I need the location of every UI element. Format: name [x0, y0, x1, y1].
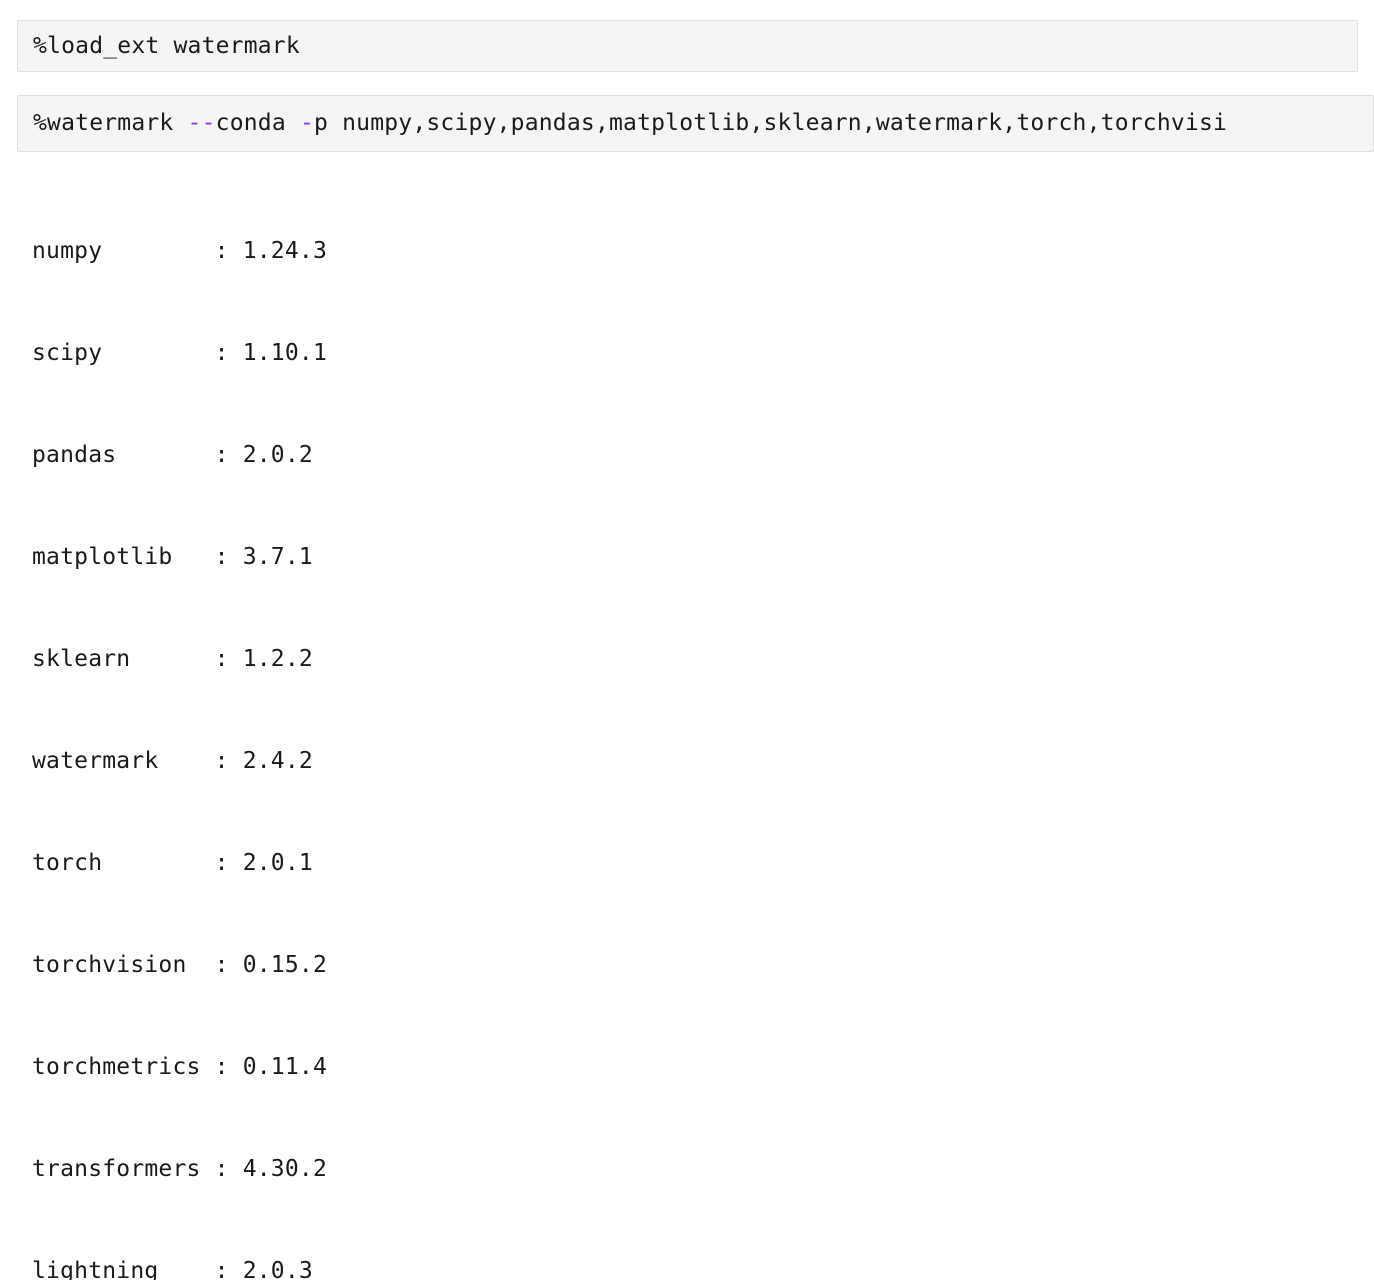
output-line-matplotlib: matplotlib : 3.7.1: [32, 544, 313, 570]
output-line-watermark: watermark : 2.4.2: [32, 748, 313, 774]
conda-flag-dashes: --: [187, 110, 216, 136]
conda-flag-name: conda: [215, 110, 300, 136]
output-line-torchvision: torchvision : 0.15.2: [32, 952, 327, 978]
notebook-canvas: %load_ext watermark %watermark --conda -…: [17, 20, 1374, 1280]
output-line-torchmetrics: torchmetrics : 0.11.4: [32, 1054, 327, 1080]
output-line-lightning: lightning : 2.0.3: [32, 1258, 313, 1280]
packages-flag-arg: p numpy,scipy,pandas,matplotlib,sklearn,…: [314, 110, 1228, 136]
cell-output-stdout: numpy : 1.24.3 scipy : 1.10.1 pandas : 2…: [32, 166, 453, 1280]
output-line-sklearn: sklearn : 1.2.2: [32, 646, 313, 672]
output-line-torch: torch : 2.0.1: [32, 850, 313, 876]
output-line-transformers: transformers : 4.30.2: [32, 1156, 327, 1182]
magic-name-token: %watermark: [33, 110, 188, 136]
output-line-scipy: scipy : 1.10.1: [32, 340, 327, 366]
code-cell-load-ext[interactable]: %load_ext watermark: [17, 20, 1358, 72]
code-cell-watermark[interactable]: %watermark --conda -p numpy,scipy,pandas…: [17, 95, 1374, 152]
output-line-pandas: pandas : 2.0.2: [32, 442, 313, 468]
code-cell-load-ext-source[interactable]: %load_ext watermark: [33, 33, 300, 59]
code-cell-watermark-source[interactable]: %watermark --conda -p numpy,scipy,pandas…: [33, 112, 1227, 135]
output-line-numpy: numpy : 1.24.3: [32, 238, 327, 264]
packages-flag-dash: -: [299, 110, 314, 136]
